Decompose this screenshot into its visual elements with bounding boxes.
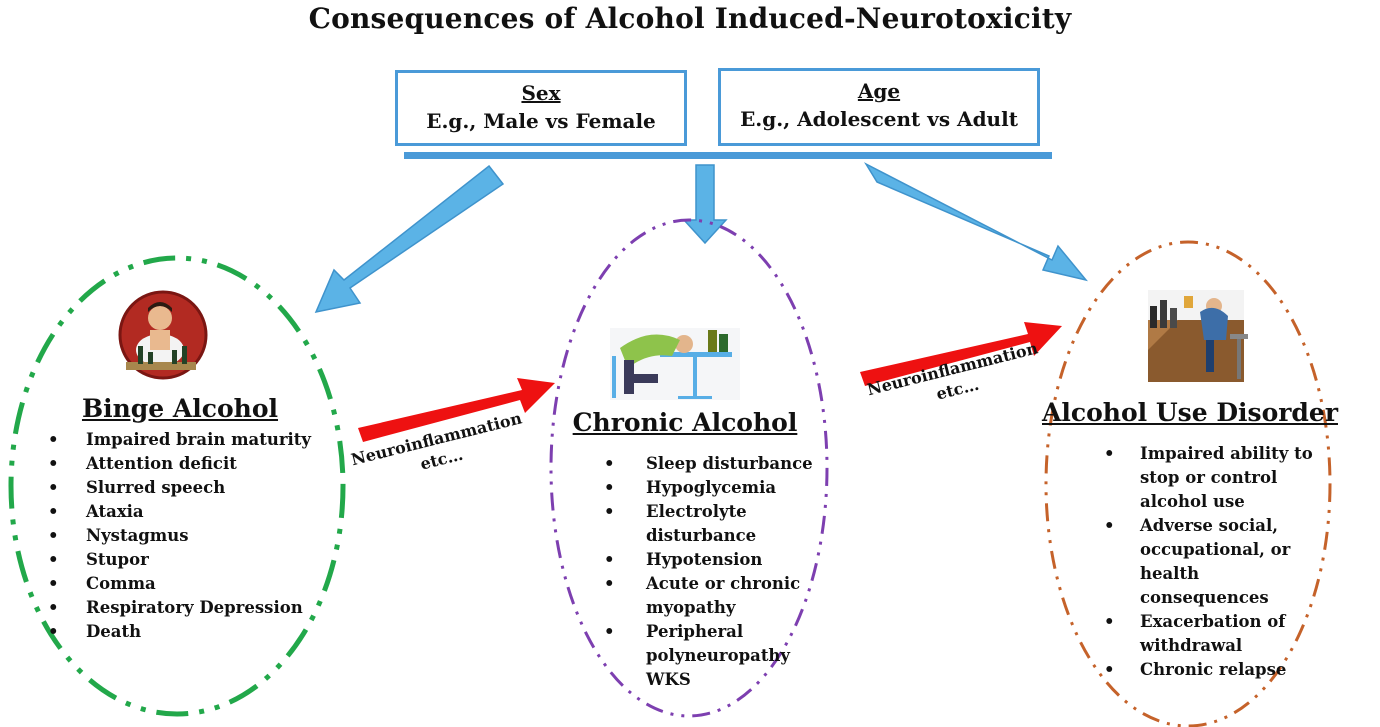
list-item: Adverse social, occupational, or health …: [1104, 514, 1324, 610]
red-arrow-2: [860, 322, 1062, 386]
list-item: Impaired brain maturity: [48, 428, 318, 452]
list-item: Impaired ability to stop or control alco…: [1104, 442, 1324, 514]
factor-example-age: E.g., Adolescent vs Adult: [740, 107, 1018, 131]
aud-heading: Alcohol Use Disorder: [1042, 398, 1338, 427]
list-item: Peripheral polyneuropathy WKS: [604, 620, 814, 692]
factor-box-sex: Sex E.g., Male vs Female: [395, 70, 687, 146]
blue-arrow-left: [314, 164, 505, 314]
list-item: Exacerbation of withdrawal: [1104, 610, 1324, 658]
binge-drinker-icon: [118, 290, 208, 380]
list-item: Attention deficit: [48, 452, 318, 476]
list-item: Electrolyte disturbance: [604, 500, 814, 548]
list-item: Hypotension: [604, 548, 814, 572]
factor-heading-age: Age: [857, 79, 901, 103]
chronic-heading: Chronic Alcohol: [572, 408, 798, 437]
factor-example-sex: E.g., Male vs Female: [426, 109, 656, 133]
list-item: Comma: [48, 572, 318, 596]
list-item: Chronic relapse: [1104, 658, 1324, 682]
blue-arrow-center: [682, 164, 728, 245]
chronic-consequence-list: Sleep disturbance Hypoglycemia Electroly…: [604, 452, 814, 692]
list-item: Acute or chronic myopathy: [604, 572, 814, 620]
list-item: Death: [48, 620, 318, 644]
list-item: Slurred speech: [48, 476, 318, 500]
list-item: Stupor: [48, 548, 318, 572]
factor-heading-sex: Sex: [521, 81, 561, 105]
list-item: Hypoglycemia: [604, 476, 814, 500]
blue-arrow-right: [863, 162, 1088, 282]
chronic-ellipse: [549, 218, 829, 718]
red-arrow-1: [358, 378, 555, 442]
list-item: Ataxia: [48, 500, 318, 524]
list-item: Nystagmus: [48, 524, 318, 548]
list-item: Respiratory Depression: [48, 596, 318, 620]
aud-ellipse: [1044, 240, 1332, 727]
diagram-title: Consequences of Alcohol Induced-Neurotox…: [308, 2, 1072, 35]
binge-heading: Binge Alcohol: [81, 394, 279, 423]
aud-consequence-list: Impaired ability to stop or control alco…: [1104, 442, 1324, 682]
chronic-drinker-icon: [610, 328, 740, 400]
binge-consequence-list: Impaired brain maturity Attention defici…: [48, 428, 318, 644]
factor-box-age: Age E.g., Adolescent vs Adult: [718, 68, 1040, 146]
binge-ellipse: [8, 255, 346, 717]
list-item: Sleep disturbance: [604, 452, 814, 476]
factor-bar: [404, 152, 1052, 159]
alcohol-use-disorder-icon: [1148, 290, 1248, 382]
